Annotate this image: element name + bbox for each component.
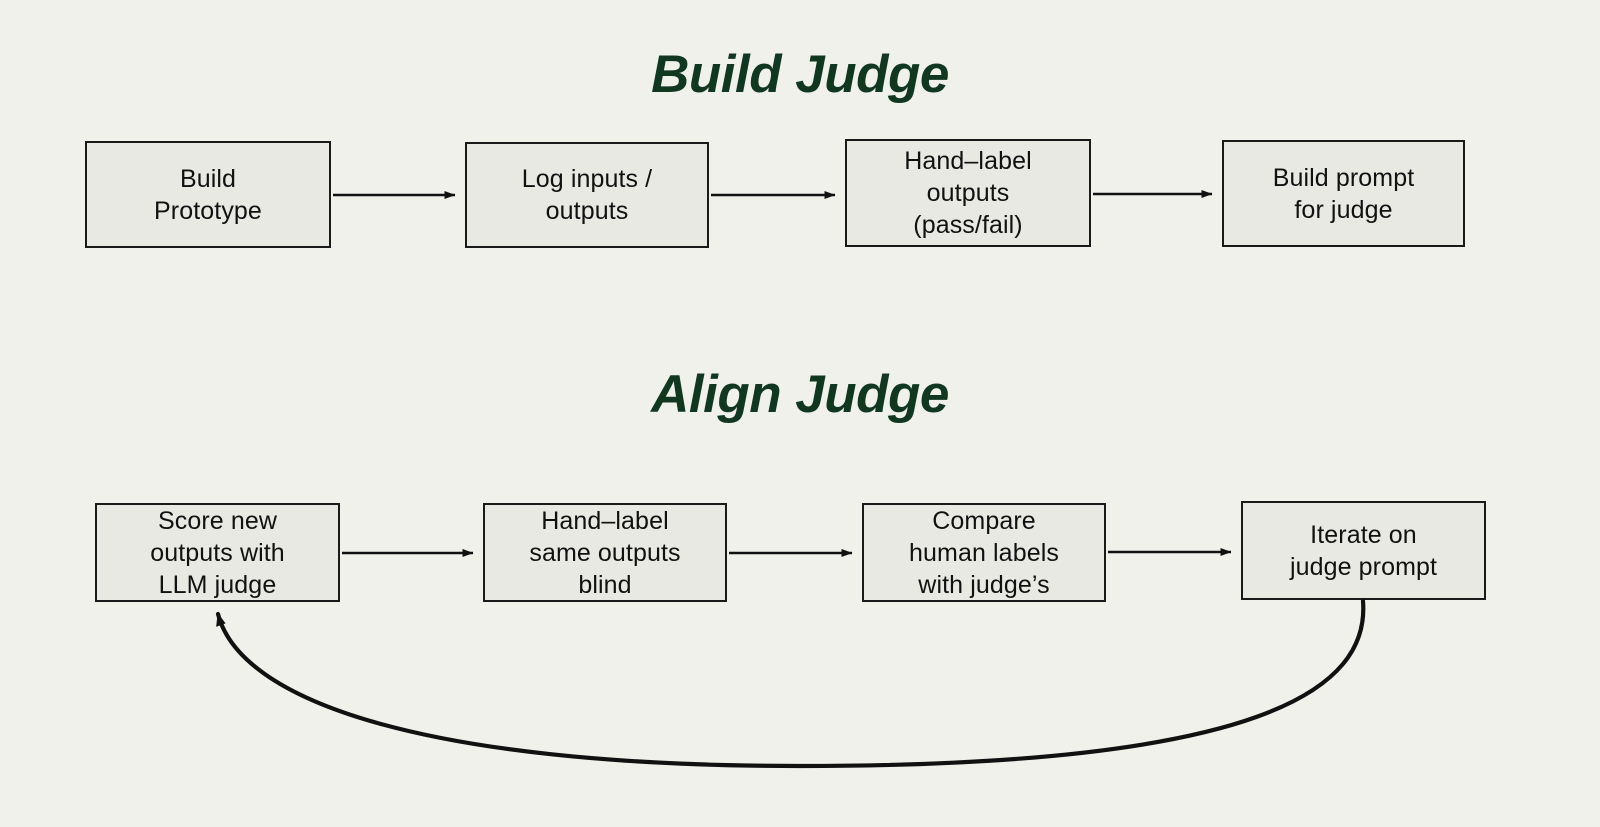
section-title-build-judge: Build Judge: [651, 45, 949, 104]
node-build-prototype[interactable]: Build Prototype: [85, 141, 331, 248]
node-iterate-on-judge-prompt[interactable]: Iterate on judge prompt: [1241, 501, 1486, 600]
section-title-align-judge: Align Judge: [651, 365, 949, 424]
node-hand-label-same-outputs-blind[interactable]: Hand–label same outputs blind: [483, 503, 727, 602]
node-score-new-outputs-with-llm-judge[interactable]: Score new outputs with LLM judge: [95, 503, 340, 602]
node-compare-human-labels-with-judges[interactable]: Compare human labels with judge’s: [862, 503, 1106, 602]
edge-iterate-to-score-new-feedback: [215, 598, 1366, 769]
node-log-inputs-outputs[interactable]: Log inputs / outputs: [465, 142, 709, 248]
node-build-prompt-for-judge[interactable]: Build prompt for judge: [1222, 140, 1465, 247]
node-hand-label-outputs-pass-fail[interactable]: Hand–label outputs (pass/fail): [845, 139, 1091, 247]
